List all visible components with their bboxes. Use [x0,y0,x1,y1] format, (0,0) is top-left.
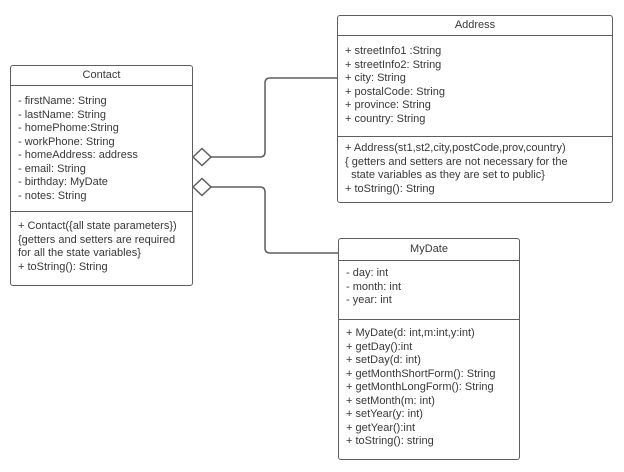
uml-member-line: - email: String [18,162,86,175]
uml-member-line: + getMonthLongForm(): String [346,381,494,393]
uml-member-line: - year: int [346,294,392,306]
uml-member-line: + Contact({all state parameters}) [18,220,177,232]
class-title-mydate: MyDate [339,239,519,261]
uml-member-line: - day: int [346,267,389,279]
uml-member-line: - homePhome:String [18,122,119,134]
uml-member-line: + streetInfo2: String [345,58,442,71]
uml-member-line: + getDay():int [346,340,413,353]
attributes-compartment-address: + streetInfo1 :String+ streetInfo2: Stri… [338,36,612,137]
aggregation-connector-contact-mydate[interactable] [211,186,338,254]
uml-member-line: { getters and setters are not necessary … [345,155,568,168]
aggregation-diamond-address[interactable] [191,147,213,167]
uml-member-line: - birthday: MyDate [18,176,108,188]
methods-compartment-mydate: + MyDate(d: int,m:int,y:int)+ getDay():i… [339,320,519,458]
uml-member-line: + city: String [345,72,406,84]
uml-member-line: for all the state variables} [18,247,141,259]
class-box-contact[interactable]: Contact - firstName: String- lastName: S… [10,65,193,286]
uml-member-line: - notes: String [18,189,87,202]
uml-member-line: + setMonth(m: int) [346,394,435,407]
uml-member-line: + Address(st1,st2,city,postCode,prov,cou… [345,142,566,154]
aggregation-connector-contact-address[interactable] [211,77,337,158]
uml-member-line: + streetInfo1 :String [345,45,442,57]
uml-member-line: - month: int [346,280,402,293]
uml-member-line: + setYear(y: int) [346,408,423,420]
uml-member-line: + setDay(d: int) [346,354,421,366]
class-title-address: Address [338,16,612,36]
uml-member-line: + getMonthShortForm(): String [346,367,496,380]
uml-member-line: - firstName: String [18,95,107,107]
class-box-address[interactable]: Address + streetInfo1 :String+ streetInf… [337,15,613,203]
uml-member-line: + toString(): String [345,182,435,195]
attributes-compartment-mydate: - day: int- month: int- year: int [339,261,519,320]
uml-member-line: {getters and setters are required [18,233,176,246]
uml-member-line: + postalCode: String [345,85,445,98]
uml-member-line: - lastName: String [18,108,107,121]
aggregation-diamond-mydate[interactable] [191,177,213,197]
uml-member-line: + toString(): String [18,260,108,273]
class-title-contact: Contact [11,66,192,86]
class-box-mydate[interactable]: MyDate - day: int- month: int- year: int… [338,238,520,460]
uml-member-line: + getYear():int [346,421,415,434]
uml-member-line: + toString(): string [346,435,434,447]
attributes-compartment-contact: - firstName: String- lastName: String- h… [11,86,192,212]
uml-member-line: + MyDate(d: int,m:int,y:int) [346,327,475,339]
methods-compartment-address: + Address(st1,st2,city,postCode,prov,cou… [338,137,612,201]
uml-member-line: - homeAddress: address [18,149,138,161]
methods-compartment-contact: + Contact({all state parameters}){getter… [11,212,192,284]
uml-member-line: state variables as they are set to publi… [345,169,545,181]
uml-member-line: - workPhone: String [18,135,115,148]
uml-member-line: + country: String [345,112,426,125]
uml-member-line: + province: String [345,99,431,111]
